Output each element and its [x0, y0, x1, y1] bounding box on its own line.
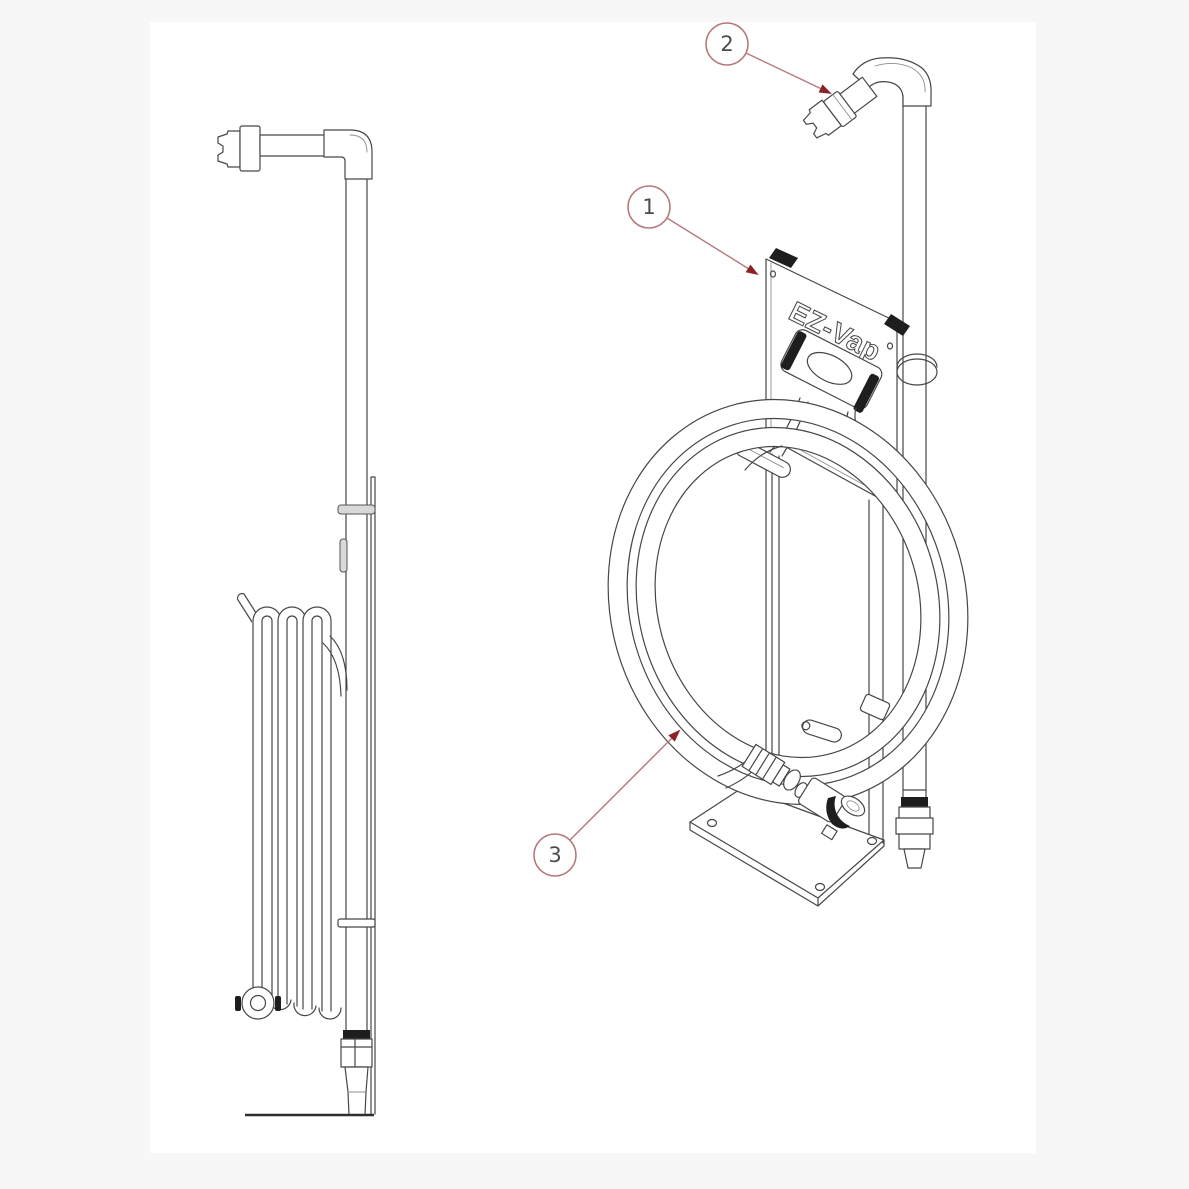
callout-3-number: 3: [548, 843, 561, 867]
callout-1-arrow: [666, 217, 759, 276]
base-hole: [706, 818, 718, 828]
plate-hanger-tab: [884, 314, 910, 336]
side-supply-pipe: [259, 129, 376, 1115]
side-pipe-coupling-band: [337, 504, 376, 515]
base-hole: [866, 836, 878, 846]
callout-1-circle: [627, 185, 671, 229]
plate-hanger-tab: [769, 248, 798, 268]
hose-end-top: [744, 445, 783, 471]
pipe-nozzle: [895, 797, 934, 869]
callout-1-number: 1: [642, 195, 655, 219]
callout-2-number: 2: [720, 32, 733, 56]
callout-2: 2: [705, 22, 832, 94]
front-camlock-coupling: [802, 76, 878, 139]
callout-2-arrow: [745, 52, 832, 94]
coiled-hose: [607, 398, 969, 806]
plate-hole: [886, 342, 894, 350]
callout-1: 1: [627, 185, 759, 276]
hose-valve: [741, 743, 866, 841]
side-hose-end-fitting: [235, 986, 281, 1020]
callout-3-circle: [533, 833, 577, 877]
valve-handle: [840, 795, 866, 817]
side-view: [217, 125, 376, 1117]
side-pipe-union: [337, 918, 376, 928]
side-camlock-coupling: [217, 125, 261, 172]
side-hose-coil: [235, 592, 348, 1020]
side-plate-tab: [339, 538, 348, 573]
front-elbow: [852, 57, 932, 107]
side-nozzle: [340, 1030, 373, 1116]
valve-handle-grip: [826, 796, 850, 829]
hose-hanger-bracket: [780, 329, 883, 413]
callout-2-circle: [705, 22, 749, 66]
base-hole: [814, 882, 826, 892]
side-plate-edge: [370, 476, 376, 1115]
valve-outlet: [821, 824, 838, 841]
callout-3: 3: [533, 729, 681, 877]
plate-hole: [769, 270, 777, 278]
front-isometric-view: EZ-Vap: [607, 57, 969, 907]
callout-3-arrow: [569, 729, 681, 841]
pipe-clamp: [896, 353, 938, 386]
rail-clamp: [859, 693, 891, 721]
hose-clip: [801, 719, 842, 743]
callouts: 1 2 3: [533, 22, 832, 877]
